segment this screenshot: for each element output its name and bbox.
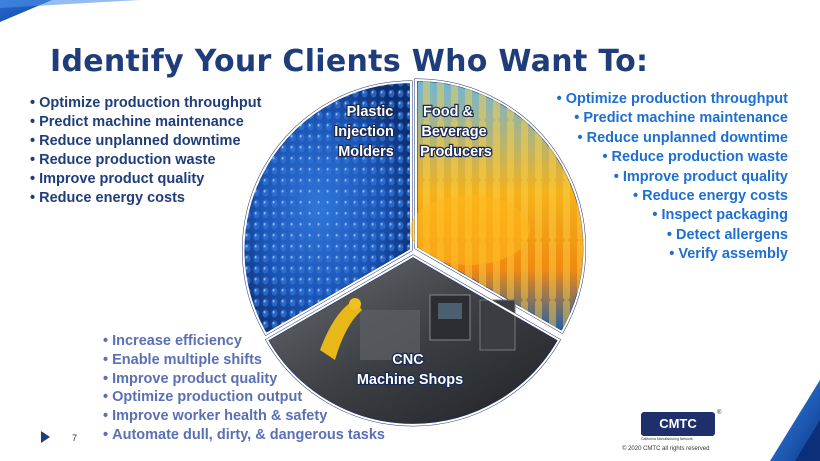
play-arrow-icon[interactable] [41,431,50,443]
list-item: Predict machine maintenance [557,109,788,128]
list-item: Enable multiple shifts [103,351,385,370]
segment-label-food-2: Beverage [421,124,486,140]
registered-mark-icon: ® [717,410,722,416]
segment-label-food-3: Producers [420,144,492,160]
segment-label-plastic-2: Injection [334,124,394,140]
list-item: Increase efficiency [103,332,385,351]
copyright-text: © 2020 CMTC all rights reserved [622,446,710,452]
segment-label-plastic-3: Molders [338,144,394,160]
segment-label-cnc-1: CNC [392,352,424,368]
list-item: Predict machine maintenance [30,113,261,132]
list-item: Inspect packaging [557,206,788,225]
list-item: Improve worker health & safety [103,407,385,426]
list-item: Optimize production output [103,388,385,407]
segment-label-food-1: Food & [423,104,473,120]
list-item: Reduce energy costs [557,187,788,206]
food-segment [410,78,586,335]
list-item: Detect allergens [557,226,788,245]
page-number: 7 [72,433,78,443]
logo-subtitle: California Manufacturing Network [641,437,693,441]
list-item: Reduce production waste [30,151,261,170]
list-item: Reduce unplanned downtime [557,129,788,148]
list-item: Verify assembly [557,245,788,264]
list-item: Automate dull, dirty, & dangerous tasks [103,426,385,445]
plastic-benefits-list: Optimize production throughput Predict m… [30,94,261,208]
list-item: Improve product quality [557,168,788,187]
plastic-segment [242,80,413,337]
list-item: Improve product quality [30,170,261,189]
list-item: Reduce unplanned downtime [30,132,261,151]
page-title: Identify Your Clients Who Want To: [50,44,649,80]
list-item: Optimize production throughput [30,94,261,113]
list-item: Improve product quality [103,370,385,389]
food-benefits-list: Optimize production throughput Predict m… [557,90,788,265]
cnc-benefits-list: Increase efficiency Enable multiple shif… [103,332,385,445]
list-item: Reduce production waste [557,148,788,167]
segment-label-plastic-1: Plastic [347,104,394,120]
cmtc-logo: CMTC [641,412,715,436]
list-item: Optimize production throughput [557,90,788,109]
list-item: Reduce energy costs [30,189,261,208]
